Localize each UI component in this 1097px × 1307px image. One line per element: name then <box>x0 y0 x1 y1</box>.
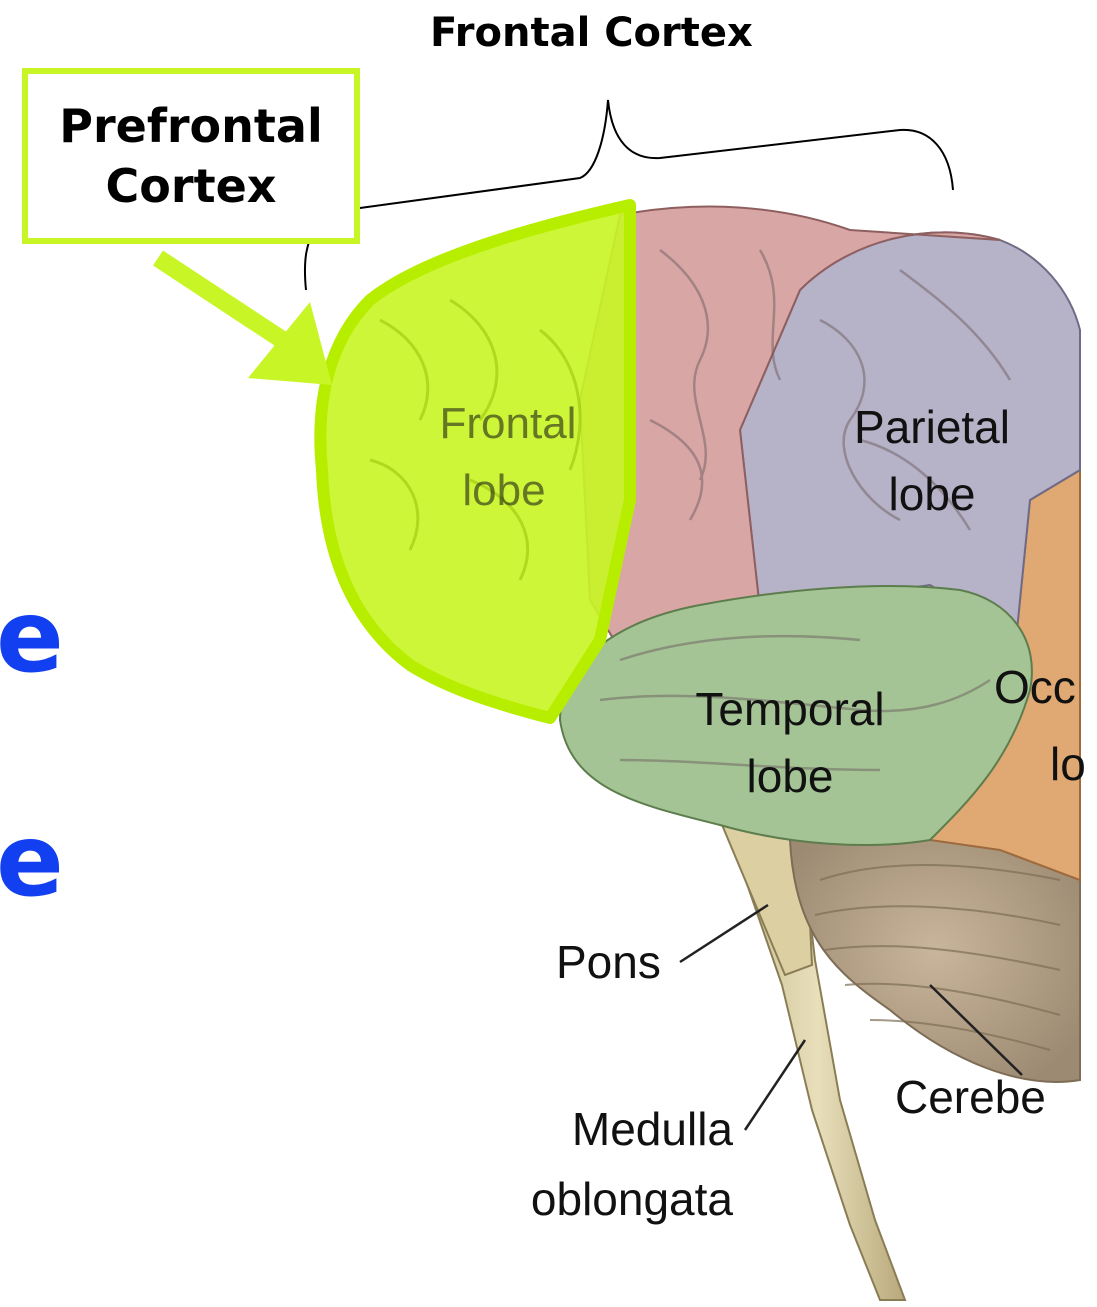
occipital-label-line1: Occ <box>994 661 1076 713</box>
prefrontal-highlight-shape <box>320 205 630 718</box>
parietal-label-line2: lobe <box>889 468 976 520</box>
frontal-label-line2: lobe <box>462 466 545 515</box>
callout-line2: Cortex <box>106 156 277 216</box>
medulla-label-line1: Medulla <box>572 1103 734 1155</box>
occipital-label-line2: lo <box>1050 738 1086 790</box>
cerebellum-label: Cerebe <box>895 1071 1046 1123</box>
medulla-leader <box>745 1040 805 1130</box>
callout-arrow-shaft <box>158 258 290 345</box>
temporal-label-line2: lobe <box>747 750 834 802</box>
frontal-label-line1: Frontal <box>440 399 577 448</box>
callout-line1: Prefrontal <box>59 96 322 156</box>
callout-arrow-head <box>248 302 332 385</box>
prefrontal-cortex-callout: Prefrontal Cortex <box>22 68 360 244</box>
side-text-1: e <box>0 578 64 695</box>
parietal-label-line1: Parietal <box>854 401 1010 453</box>
pons-leader <box>680 905 768 962</box>
frontal-cortex-title: Frontal Cortex <box>430 10 810 56</box>
pons-label: Pons <box>556 936 661 988</box>
side-text-2: e <box>0 802 64 919</box>
medulla-label-line2: oblongata <box>531 1173 733 1225</box>
temporal-label-line1: Temporal <box>695 683 884 735</box>
